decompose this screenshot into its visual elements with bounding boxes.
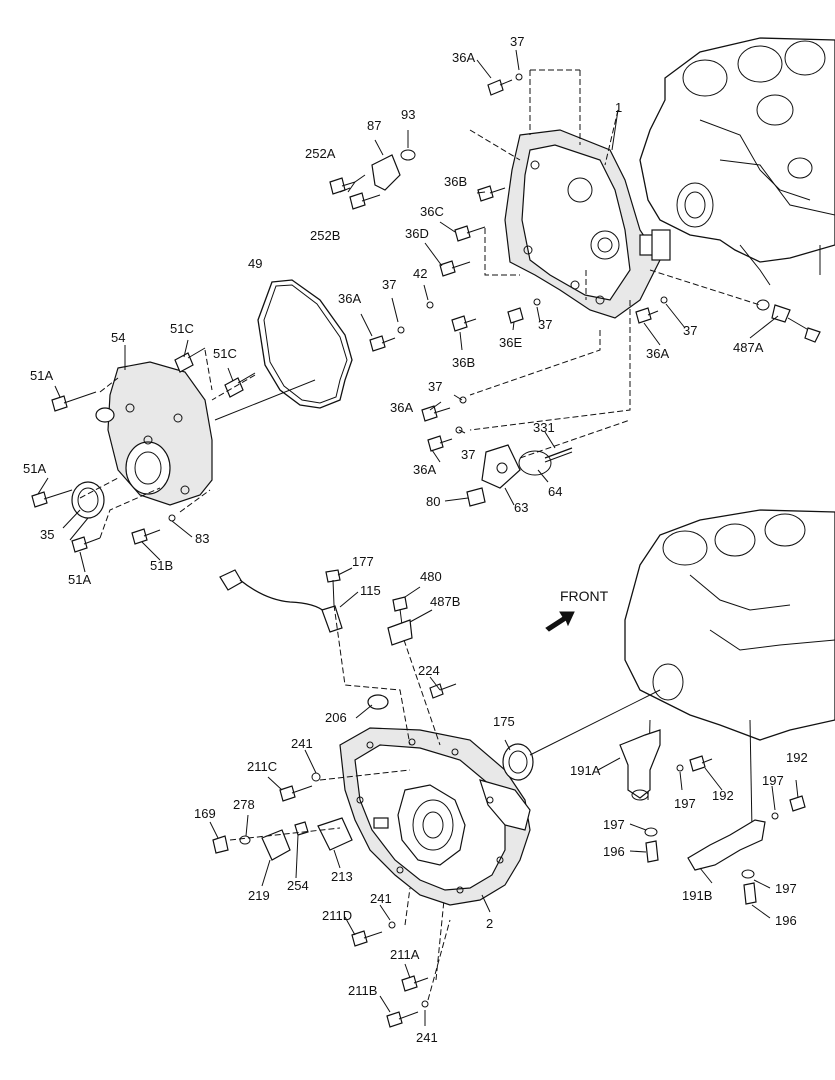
label-211c: 211C [247, 759, 277, 774]
label-37: 37 [461, 447, 475, 462]
label-37: 37 [428, 379, 442, 394]
label-42: 42 [413, 266, 427, 281]
front-indicator: FRONT [545, 588, 609, 632]
label-49: 49 [248, 256, 262, 271]
label-224: 224 [418, 663, 440, 678]
label-211d: 211D [322, 908, 352, 923]
label-219: 219 [248, 888, 270, 903]
label-169: 169 [194, 806, 216, 821]
arrow-up-right-icon [545, 611, 575, 632]
label-51c: 51C [213, 346, 237, 361]
label-213: 213 [331, 869, 353, 884]
label-37: 37 [510, 34, 524, 49]
label-192: 192 [712, 788, 734, 803]
label-87: 87 [367, 118, 381, 133]
label-51a: 51A [30, 368, 53, 383]
label-191a: 191A [570, 763, 601, 778]
flywheel-housing [339, 727, 531, 906]
engine-block-top [639, 37, 835, 286]
label-197: 197 [674, 796, 696, 811]
label-54: 54 [111, 330, 125, 345]
label-64: 64 [548, 484, 562, 499]
label-192: 192 [786, 750, 808, 765]
label-196: 196 [775, 913, 797, 928]
label-37: 37 [382, 277, 396, 292]
bracket-191a [619, 729, 713, 863]
label-37: 37 [683, 323, 697, 338]
label-51a: 51A [68, 572, 91, 587]
label-487a: 487A [733, 340, 764, 355]
oil-seal-175 [502, 743, 534, 781]
label-51b: 51B [150, 558, 173, 573]
label-36a: 36A [338, 291, 361, 306]
label-254: 254 [287, 878, 309, 893]
label-51a: 51A [23, 461, 46, 476]
label-197: 197 [775, 881, 797, 896]
label-197: 197 [603, 817, 625, 832]
fasteners-middle [421, 396, 573, 507]
label-93: 93 [401, 107, 415, 122]
label-115: 115 [360, 583, 381, 598]
label-36a: 36A [390, 400, 413, 415]
label-177: 177 [352, 554, 374, 569]
label-36b: 36B [452, 355, 475, 370]
label-36e: 36E [499, 335, 522, 350]
label-36d: 36D [405, 226, 429, 241]
engine-block-bottom [624, 509, 835, 831]
label-35: 35 [40, 527, 54, 542]
label-36a: 36A [452, 50, 475, 65]
label-37: 37 [538, 317, 552, 332]
label-80: 80 [426, 494, 440, 509]
sensor-cable-115 [219, 569, 457, 710]
label-331: 331 [533, 420, 555, 435]
label-36a: 36A [413, 462, 436, 477]
gear-case [504, 129, 671, 319]
label-487b: 487B [430, 594, 460, 609]
label-175: 175 [493, 714, 515, 729]
part-labels: 37 36A 1 93 87 252A 252B 36B 36C 36D 42 … [23, 34, 808, 1045]
label-211a: 211A [390, 947, 420, 962]
gasket-49 [257, 279, 353, 409]
front-label: FRONT [560, 588, 609, 604]
label-206: 206 [325, 710, 347, 725]
label-196: 196 [603, 844, 625, 859]
label-83: 83 [195, 531, 209, 546]
label-36c: 36C [420, 204, 444, 219]
label-241: 241 [291, 736, 313, 751]
label-2: 2 [486, 916, 493, 931]
label-252a: 252A [305, 146, 336, 161]
label-480: 480 [420, 569, 442, 584]
label-63: 63 [514, 500, 528, 515]
label-241: 241 [370, 891, 392, 906]
label-278: 278 [233, 797, 255, 812]
label-252b: 252B [310, 228, 340, 243]
fasteners-left [31, 347, 256, 553]
label-241: 241 [416, 1030, 438, 1045]
label-211b: 211B [348, 983, 377, 998]
label-36b: 36B [444, 174, 467, 189]
label-191b: 191B [682, 888, 712, 903]
cover-plate-54 [95, 361, 213, 506]
leader-lines [37, 49, 799, 1026]
label-1: 1 [615, 100, 622, 115]
label-197: 197 [762, 773, 784, 788]
label-51c: 51C [170, 321, 194, 336]
label-36a: 36A [646, 346, 669, 361]
